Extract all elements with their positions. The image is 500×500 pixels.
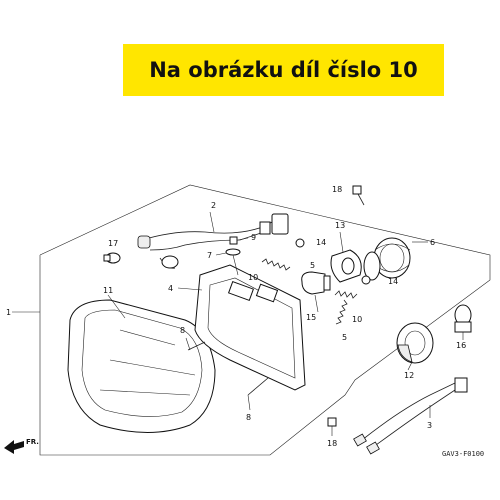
callout-11: 11 — [103, 286, 113, 295]
headlight-bulb — [301, 271, 331, 313]
callout-13: 13 — [335, 221, 345, 230]
front-label: FR. — [26, 438, 39, 446]
callout-3: 3 — [427, 421, 432, 430]
callout-14a: 14 — [316, 238, 326, 247]
callout-18a: 18 — [332, 185, 342, 194]
callout-9: 9 — [251, 233, 256, 242]
callout-17: 17 — [108, 239, 118, 248]
callout-4: 4 — [168, 284, 173, 293]
dust-cover — [363, 237, 428, 281]
callout-2: 2 — [211, 201, 216, 210]
bulb-socket — [330, 231, 362, 283]
banner-text: Na obrázku díl číslo 10 — [149, 58, 418, 82]
wire-harness — [137, 211, 289, 269]
callout-7: 7 — [207, 251, 212, 260]
callout-1: 1 — [6, 308, 11, 317]
nut-14a — [295, 238, 305, 248]
callout-12: 12 — [404, 371, 414, 380]
callout-15: 15 — [306, 313, 316, 322]
callout-16: 16 — [456, 341, 466, 350]
nut-14b — [361, 275, 371, 285]
callout-8a: 8 — [180, 326, 185, 335]
callout-10a: 10 — [248, 273, 258, 282]
part-number-banner: Na obrázku díl číslo 10 — [123, 44, 444, 96]
callout-10b: 10 — [352, 315, 362, 324]
callout-6: 6 — [430, 238, 435, 247]
callout-14b: 14 — [388, 277, 398, 286]
bottom-bolt — [327, 417, 337, 436]
diagram-code: GAV3-F0100 — [442, 450, 484, 458]
sub-harness — [353, 377, 468, 455]
top-bolt — [352, 185, 365, 206]
position-lamp — [396, 322, 434, 371]
springs — [261, 258, 358, 325]
headlight-bracket — [177, 264, 306, 391]
callout-18b: 18 — [327, 439, 337, 448]
position-bulb-16 — [454, 304, 472, 340]
callout-8b: 8 — [246, 413, 251, 422]
adjust-screw — [215, 236, 249, 276]
screws-8 — [185, 337, 269, 411]
position-bulb — [103, 252, 121, 264]
callout-5b: 5 — [342, 333, 347, 342]
front-direction-arrow: FR. — [4, 438, 39, 454]
callout-5a: 5 — [310, 261, 315, 270]
headlight-housing — [67, 294, 216, 433]
